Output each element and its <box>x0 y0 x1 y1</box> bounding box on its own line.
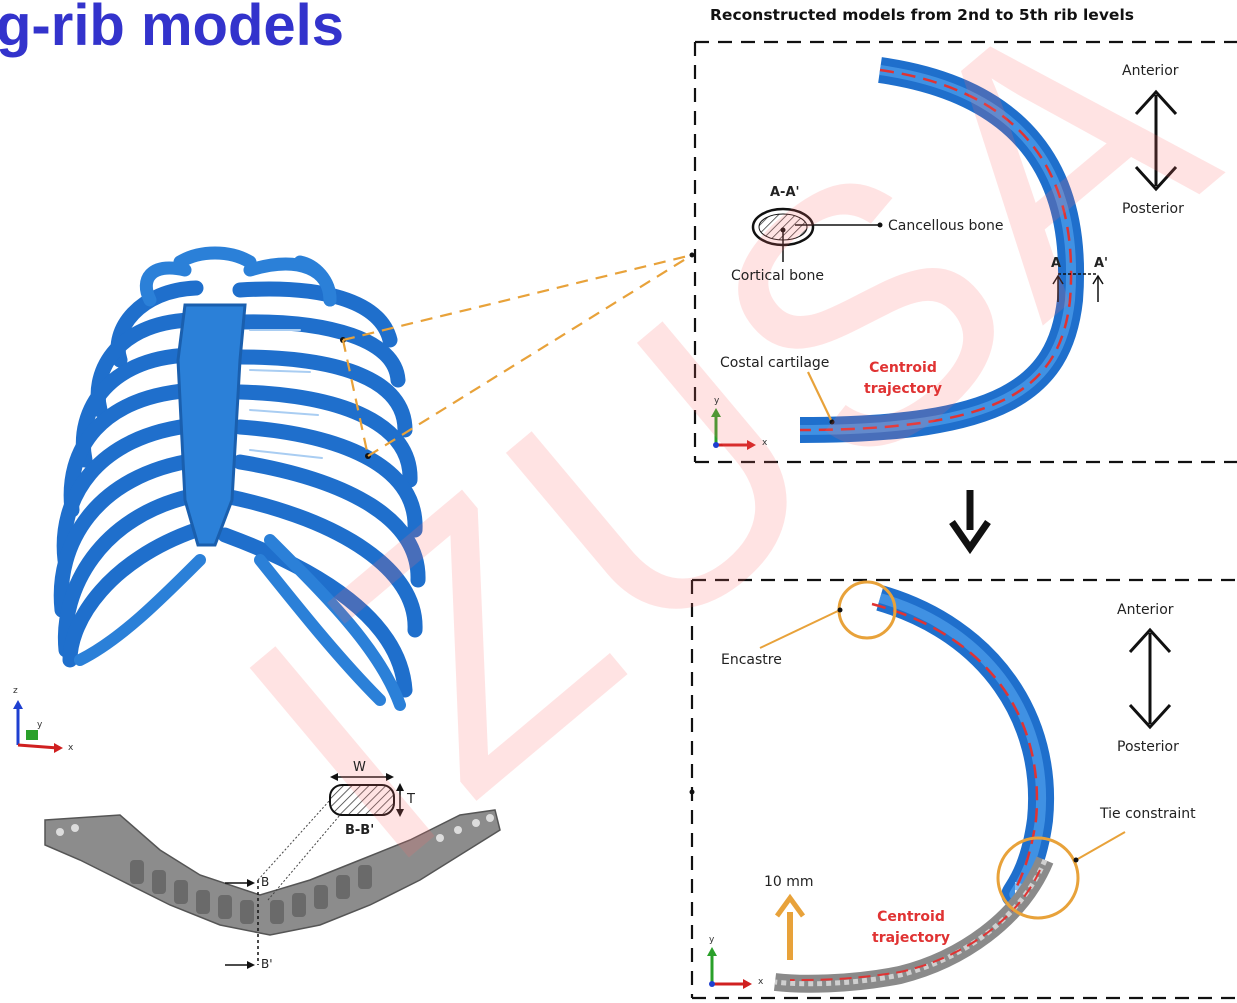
b-prime-label: B' <box>261 957 273 971</box>
bottom-anterior-label: Anterior <box>1117 602 1174 618</box>
left-axis-y-label: y <box>37 720 42 730</box>
cortical-label: Cortical bone <box>731 268 824 284</box>
scale-arrow <box>777 898 803 960</box>
section-aa-label: A-A' <box>770 185 800 200</box>
thickness-label: T <box>407 792 415 807</box>
transition-arrow <box>952 490 988 548</box>
top-posterior-label: Posterior <box>1122 201 1184 217</box>
top-axis-x-label: x <box>762 438 767 448</box>
watermark: IZUSA <box>175 0 1237 938</box>
svg-text:IZUSA: IZUSA <box>175 0 1237 938</box>
section-a-prime-label: A' <box>1094 256 1108 271</box>
tie-constraint-label: Tie constraint <box>1100 806 1196 822</box>
left-axis-z-label: z <box>13 686 18 696</box>
bottom-orientation-arrow <box>1130 630 1170 727</box>
scale-label: 10 mm <box>764 874 814 890</box>
bottom-axis-triad <box>707 947 752 989</box>
top-anterior-label: Anterior <box>1122 63 1179 79</box>
bottom-axis-y-label: y <box>709 935 714 945</box>
b-label: B <box>261 875 269 889</box>
width-label: W <box>353 760 366 775</box>
section-a-label: A <box>1051 256 1061 271</box>
bottom-centroid-label: Centroid trajectory <box>872 907 950 949</box>
top-axis-y-label: y <box>714 396 719 406</box>
bottom-posterior-label: Posterior <box>1117 739 1179 755</box>
encastre-label: Encastre <box>721 652 782 668</box>
left-axis-x-label: x <box>68 743 73 753</box>
bottom-axis-x-label: x <box>758 977 763 987</box>
costal-cartilage-label: Costal cartilage <box>720 355 829 371</box>
top-centroid-label: Centroid trajectory <box>864 358 942 400</box>
cancellous-label: Cancellous bone <box>888 218 1003 234</box>
section-bb-label: B-B' <box>345 823 374 838</box>
